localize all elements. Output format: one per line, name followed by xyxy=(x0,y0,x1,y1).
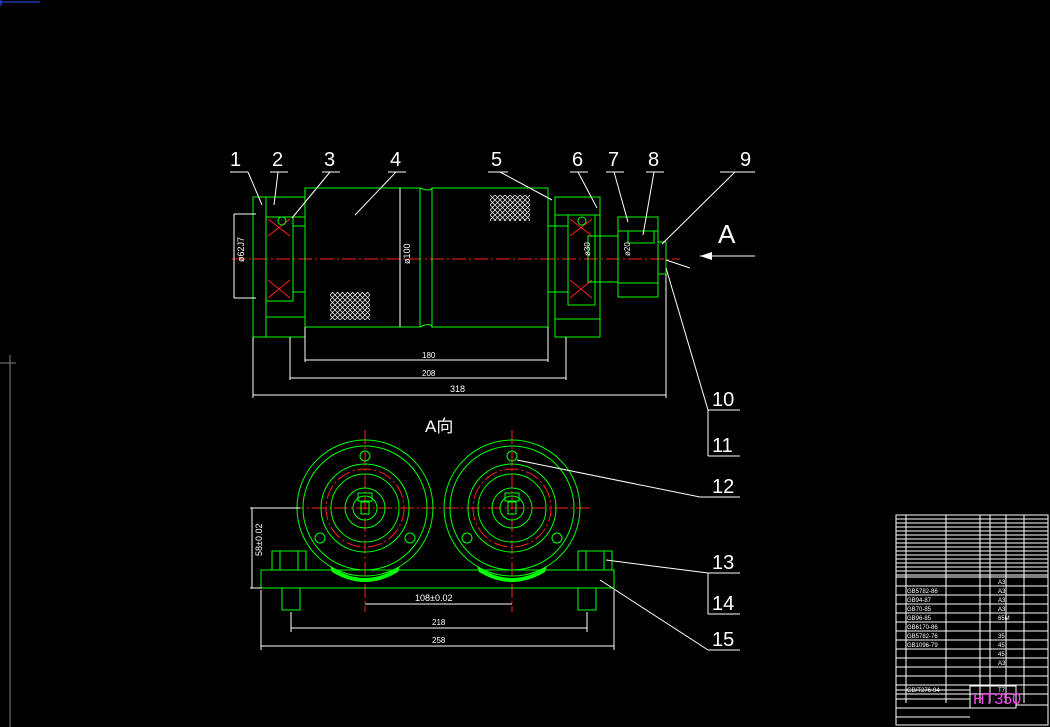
horizontal-dimensions: 180 208 318 xyxy=(252,274,667,398)
right-housing xyxy=(554,196,601,338)
dim-shaft-dia: ø30 xyxy=(583,242,592,256)
dim-height: 58±0.02 xyxy=(254,524,264,556)
callout-9: 9 xyxy=(740,149,751,171)
parts-row-material: 35 xyxy=(998,634,1005,640)
parts-row-material: A3 xyxy=(998,661,1006,667)
dim-length-mid: 208 xyxy=(422,369,436,378)
callout-4: 4 xyxy=(390,149,401,171)
left-roller-end xyxy=(296,439,434,582)
parts-row-code: GB6170-86 xyxy=(907,625,938,631)
callout-1: 1 xyxy=(230,149,241,171)
dim-length-inner: 180 xyxy=(422,351,436,360)
ucs-marker xyxy=(0,0,40,727)
dim-left-bore: ø62J7 xyxy=(236,237,246,262)
callout-5: 5 xyxy=(491,149,502,171)
parts-row-material: T7 xyxy=(998,688,1006,694)
parts-row-code: GB96-85 xyxy=(907,616,932,622)
right-bearing xyxy=(567,214,596,306)
callout-8: 8 xyxy=(648,149,659,171)
dim-roller-dia: ø100 xyxy=(402,243,412,264)
base-plate xyxy=(260,569,615,589)
parts-row-code: GB1096-79 xyxy=(907,643,938,649)
callout-15: 15 xyxy=(712,629,734,651)
callout-2: 2 xyxy=(272,149,283,171)
right-roller-end xyxy=(443,439,581,582)
view-a-callouts: 12 13 14 15 xyxy=(516,459,740,651)
parts-row-material: A3 xyxy=(998,589,1006,595)
material-label: HT350 xyxy=(973,691,1021,708)
parts-row-material: 45 xyxy=(998,652,1005,658)
front-callouts: 1 2 3 4 5 6 7 8 9 10 11 xyxy=(230,149,755,457)
dim-center-spacing: 108±0.02 xyxy=(415,593,452,603)
parts-row-material: 65M xyxy=(998,616,1010,622)
gear-coupling xyxy=(617,216,659,298)
callout-6: 6 xyxy=(572,149,583,171)
callout-12: 12 xyxy=(712,476,734,498)
front-section-view: ø100 ø30 ø20 ø62J7 180 xyxy=(232,187,755,398)
parts-row-material: 45 xyxy=(998,643,1005,649)
parts-row-material: A3 xyxy=(998,607,1006,613)
parts-row-code: GB5782-76 xyxy=(907,634,938,640)
parts-row-code: GB/T276-94 xyxy=(907,688,940,694)
parts-row-code: GB94-87 xyxy=(907,598,932,604)
dim-bolt-spacing: 218 xyxy=(432,618,446,627)
callout-14: 14 xyxy=(712,593,734,615)
dim-length-total: 318 xyxy=(450,384,465,394)
callout-10: 10 xyxy=(712,389,734,411)
callout-13: 13 xyxy=(712,552,734,574)
callout-11: 11 xyxy=(712,435,733,457)
view-a: 58±0.02 108±0.02 218 258 xyxy=(250,430,615,650)
parts-row-material: A3 xyxy=(998,580,1006,586)
parts-row-code: GB70-85 xyxy=(907,607,932,613)
parts-row-material: A3 xyxy=(998,598,1006,604)
dim-small-dia: ø20 xyxy=(623,242,632,256)
callout-3: 3 xyxy=(324,149,335,171)
callout-7: 7 xyxy=(608,149,619,171)
parts-row-code: GB5782-86 xyxy=(907,589,938,595)
view-a-title: A向 xyxy=(425,417,453,436)
left-bolt-head xyxy=(271,550,307,571)
dim-base-length: 258 xyxy=(432,636,446,645)
view-a-label: A xyxy=(718,219,736,249)
